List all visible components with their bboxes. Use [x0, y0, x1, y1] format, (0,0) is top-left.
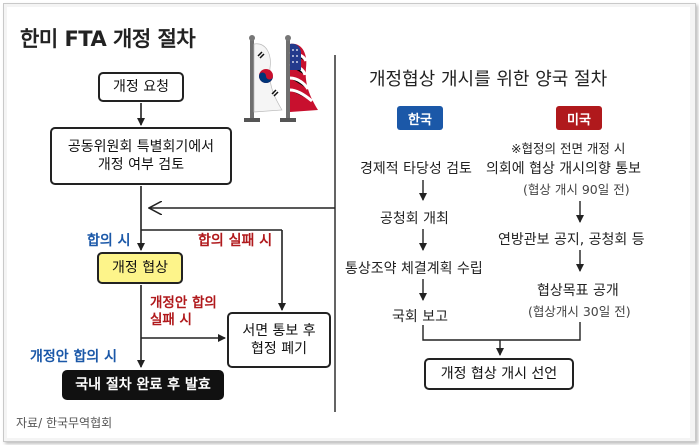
final-box: 국내 절차 완료 후 발효	[62, 370, 224, 400]
negotiation-label: 개정 협상	[112, 260, 168, 276]
fail-label: 합의 실패 시	[198, 233, 273, 249]
korea-step-4: 국회 보고	[392, 309, 448, 325]
korea-step-1: 경제적 타당성 검토	[360, 161, 472, 177]
notice-line1: 서면 통보 후	[242, 323, 316, 339]
request-box: 개정 요청	[98, 72, 184, 102]
committee-line1: 공동위원회 특별회기에서	[67, 139, 215, 155]
usa-step-1-sub: (협상 개시 90일 전)	[523, 182, 630, 197]
agree-label: 합의 시	[87, 233, 131, 249]
korea-badge: 한국	[397, 106, 443, 130]
right-title: 개정협상 개시를 위한 양국 절차	[369, 69, 608, 90]
usa-note: ※협정의 전면 개정 시	[511, 141, 626, 156]
korea-step-3: 통상조약 체결계획 수립	[345, 261, 483, 277]
request-label: 개정 요청	[113, 79, 169, 95]
amend-fail-label: 개정안 합의 실패 시	[150, 295, 217, 328]
korea-step-2: 공청회 개최	[380, 211, 449, 227]
usa-step-3: 협상목표 공개	[537, 283, 619, 299]
final-label: 국내 절차 완료 후 발효	[75, 377, 211, 393]
korea-flag-icon	[244, 35, 283, 122]
negotiation-box: 개정 협상	[97, 252, 183, 284]
source: 자료/ 한국무역협회	[16, 416, 113, 430]
usa-step-3-sub: (협상개시 30일 전)	[528, 304, 631, 319]
launch-box: 개정 협상 개시 선언	[424, 358, 574, 390]
amend-agree-label: 개정안 합의 시	[30, 349, 118, 365]
usa-step-2: 연방관보 공지, 공청회 등	[498, 232, 645, 248]
committee-line2: 개정 여부 검토	[97, 157, 185, 173]
flags	[244, 35, 318, 122]
usa-flag-icon	[280, 35, 318, 122]
committee-box: 공동위원회 특별회기에서 개정 여부 검토	[50, 127, 232, 185]
notice-line2: 협정 폐기	[251, 341, 307, 357]
usa-badge: 미국	[556, 106, 602, 130]
left-title: 한미 FTA 개정 절차	[20, 27, 196, 51]
notice-box: 서면 통보 후 협정 폐기	[227, 312, 331, 368]
launch-label: 개정 협상 개시 선언	[440, 366, 558, 382]
usa-step-1: 의회에 협상 개시의향 통보	[486, 161, 642, 177]
